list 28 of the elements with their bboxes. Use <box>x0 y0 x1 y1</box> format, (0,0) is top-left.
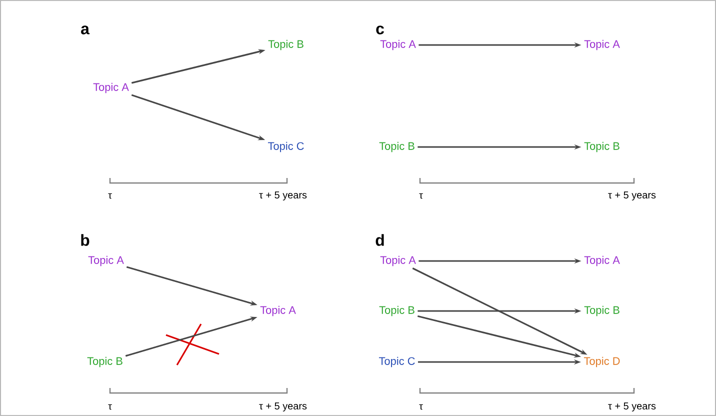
topic-label: Topic B <box>268 40 304 50</box>
topic-label: Topic B <box>379 306 414 316</box>
topic-label: Topic A <box>584 40 620 50</box>
axis-label: τ + 5 years <box>608 192 656 200</box>
topic-label: Topic A <box>380 40 416 50</box>
panel-letter: c <box>376 26 384 34</box>
panel-letter: a <box>81 26 90 34</box>
topic-label: Topic B <box>584 142 620 152</box>
topic-label: Topic C <box>378 356 415 368</box>
axis-label: τ + 5 years <box>259 192 307 200</box>
axis-label: τ <box>419 404 423 410</box>
axis-label: τ + 5 years <box>608 402 656 412</box>
topic-label: Topic B <box>379 142 414 152</box>
panel-letter: b <box>81 234 90 246</box>
axis-label: τ + 5 years <box>259 402 307 412</box>
topic-label: Topic A <box>88 256 124 266</box>
axis-label: τ <box>108 404 112 410</box>
topic-label: Topic C <box>268 142 304 152</box>
topic-label: Topic B <box>87 356 122 368</box>
topic-label: Topic A <box>93 82 129 94</box>
axis-label: τ <box>108 193 112 199</box>
topic-label: Topic D <box>584 356 620 368</box>
topic-label: Topic A <box>380 256 416 266</box>
topic-label: Topic A <box>584 256 620 266</box>
panel-letter: d <box>376 234 384 246</box>
topic-label: Topic A <box>260 306 296 316</box>
axis-label: τ <box>419 193 423 199</box>
topic-label: Topic B <box>584 306 620 316</box>
